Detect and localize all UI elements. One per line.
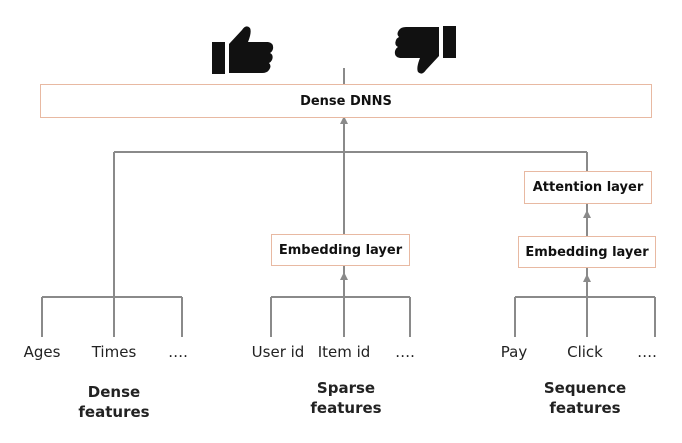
dense-dnns-label: Dense DNNS [300, 93, 392, 109]
arrowhead [340, 272, 348, 280]
sparse-title-line2: features [310, 399, 382, 417]
thumbs-up-icon [212, 26, 274, 74]
dense-item-ages: Ages [23, 343, 61, 361]
dense-item-more: …. [168, 343, 188, 361]
sequence-features-title: Sequence features [515, 378, 655, 418]
sparse-item-user-id: User id [251, 343, 305, 361]
attention-layer: Attention layer [524, 171, 652, 204]
arrowhead [340, 116, 348, 124]
sequence-title-line2: features [549, 399, 621, 417]
sequence-embedding-label: Embedding layer [525, 244, 649, 260]
sparse-item-item-id: Item id [317, 343, 371, 361]
thumbs-down-icon [394, 26, 456, 74]
arrowhead [583, 274, 591, 282]
sequence-item-pay: Pay [500, 343, 528, 361]
dense-dnns-layer: Dense DNNS [40, 84, 652, 118]
sparse-item-more: …. [395, 343, 415, 361]
sequence-title-line1: Sequence [543, 379, 627, 397]
sparse-embedding-layer: Embedding layer [271, 234, 410, 266]
dense-title-line1: Dense [87, 383, 141, 401]
sequence-item-click: Click [567, 343, 603, 361]
sequence-embedding-layer: Embedding layer [518, 236, 656, 268]
sparse-embedding-label: Embedding layer [278, 242, 403, 258]
sequence-item-more: …. [637, 343, 657, 361]
dense-title-line2: features [78, 403, 150, 421]
sparse-title-line1: Sparse [316, 379, 376, 397]
arrowhead [583, 210, 591, 218]
dense-item-times: Times [91, 343, 137, 361]
attention-layer-label: Attention layer [532, 180, 644, 195]
sparse-features-title: Sparse features [276, 378, 416, 418]
dense-features-title: Dense features [44, 382, 184, 422]
